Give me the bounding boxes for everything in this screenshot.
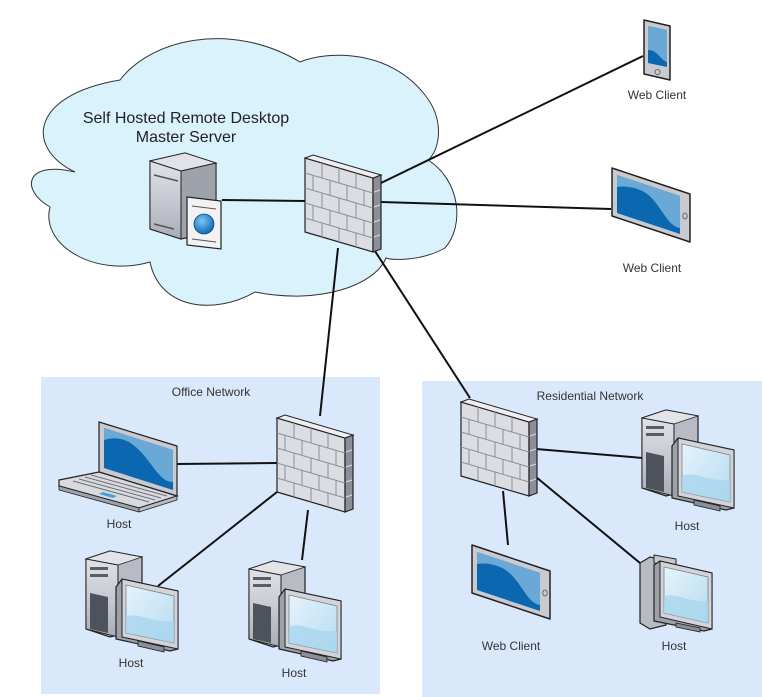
cloud-title-line2: Master Server (135, 129, 237, 146)
web-client-tablet-icon[interactable] (611, 167, 691, 243)
connection-office-laptop (176, 462, 278, 465)
connection-firewall-residential (372, 247, 471, 399)
residential-network-title: Residential Network (536, 389, 644, 403)
connection-office-pc1 (157, 491, 278, 587)
web-client-phone-icon[interactable] (643, 19, 671, 81)
cloud-title-line1: Self Hosted Remote Desktop (82, 110, 290, 127)
connection-firewall-office (319, 247, 339, 417)
connection-residential-slim-pc (535, 476, 641, 564)
residential-tablet-client-label: Web Client (481, 639, 541, 653)
residential-pc-host-label: Host (674, 519, 700, 533)
connection-firewall-tablet (380, 201, 612, 210)
connection-residential-pc (535, 448, 644, 459)
office-pc-host-1-label: Host (118, 656, 144, 670)
web-client-tablet-label: Web Client (622, 261, 682, 275)
cloud-boundary (31, 38, 458, 306)
office-laptop-host-label: Host (106, 517, 132, 531)
connection-residential-tablet (502, 490, 509, 546)
web-client-phone-label: Web Client (627, 88, 687, 102)
residential-slim-pc-host-label: Host (661, 639, 687, 653)
connection-office-pc2 (301, 509, 309, 561)
connection-server-firewall (221, 199, 306, 202)
residential-slim-pc-host-icon[interactable] (639, 554, 713, 633)
office-network-title: Office Network (171, 385, 251, 399)
connection-firewall-phone (380, 55, 644, 184)
master-server-icon[interactable] (148, 152, 222, 250)
cloud-title: Self Hosted Remote Desktop Master Server (83, 109, 289, 147)
office-pc-host-2-label: Host (281, 666, 307, 680)
